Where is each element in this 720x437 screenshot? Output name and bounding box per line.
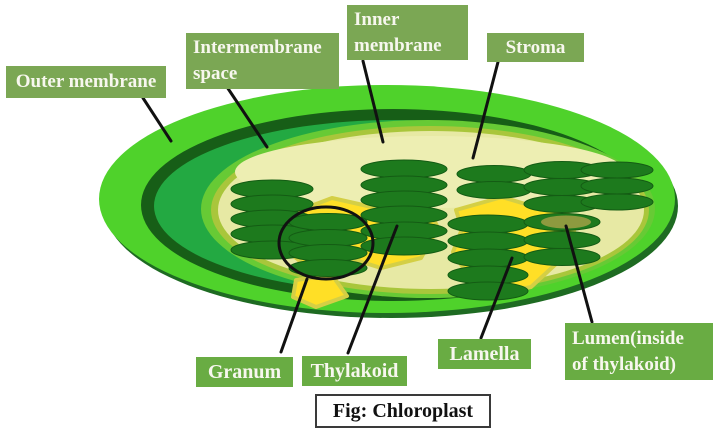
label-outer-membrane-text: Outer membrane [15, 71, 157, 92]
label-thylakoid-text: Thylakoid [310, 359, 399, 382]
figure-caption-text: Fig: Chloroplast [332, 399, 474, 422]
pointer-line-inner-membrane [361, 59, 385, 144]
label-lumen-line2: of thylakoid) [572, 353, 676, 375]
granum-annotation-circle [277, 205, 375, 281]
label-granum-text: Granum [207, 360, 282, 383]
label-inner-membrane-line2: membrane [354, 34, 442, 56]
label-intermembrane-space: Intermembrane space [186, 33, 339, 89]
grana-stacks [230, 159, 654, 301]
pointer-lines [141, 59, 594, 355]
label-stroma-text: Stroma [505, 36, 566, 58]
label-stroma: Stroma [487, 33, 584, 62]
label-lumen-line1: Lumen(inside [572, 327, 684, 349]
label-lamella: Lamella [438, 339, 531, 369]
pointer-line-granum [279, 277, 309, 354]
lumen-shape [541, 215, 591, 229]
pointer-line-stroma [471, 60, 500, 160]
granum-stack-far-right [580, 161, 654, 211]
pointer-line-thylakoid [346, 224, 399, 355]
figure-caption: Fig: Chloroplast [315, 394, 491, 428]
pointer-line-lumen [564, 224, 594, 324]
pointer-line-lamella [479, 256, 514, 340]
granum-stack-top-right [456, 165, 532, 199]
granum-stack-circled [288, 213, 368, 277]
label-lamella-text: Lamella [449, 342, 520, 365]
label-granum: Granum [196, 357, 293, 387]
label-inner-membrane-line1: Inner [354, 8, 400, 30]
label-inner-membrane: Inner membrane [347, 5, 468, 60]
granum-stack-middle [360, 159, 448, 256]
pointer-line-intermembrane-space [225, 85, 269, 149]
granum-stack-lower-middle [447, 214, 529, 301]
label-lumen: Lumen(inside of thylakoid) [565, 323, 713, 380]
label-thylakoid: Thylakoid [302, 356, 407, 386]
label-intermembrane-space-line2: space [193, 63, 238, 84]
label-intermembrane-space-line1: Intermembrane [193, 37, 322, 58]
pointer-line-outer-membrane [141, 96, 173, 143]
label-outer-membrane: Outer membrane [6, 66, 166, 98]
